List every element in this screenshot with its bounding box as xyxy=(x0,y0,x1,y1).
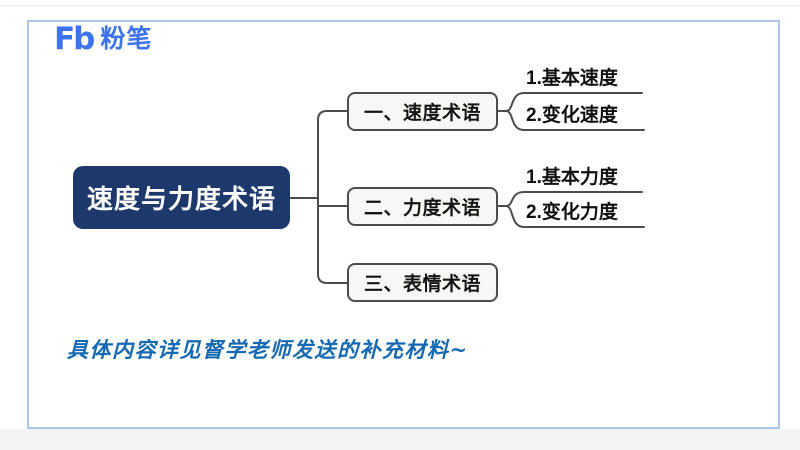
connector-leaf-2b xyxy=(497,205,645,228)
fenbi-logo-icon: Fb xyxy=(54,21,95,57)
mindmap-leaf-basic-speed: 1.基本速度 xyxy=(526,68,618,89)
mindmap-root-topic: 速度与力度术语 xyxy=(73,166,290,229)
top-toolbar-strip xyxy=(0,0,800,6)
fenbi-logo-text: 粉笔 xyxy=(100,25,153,53)
supplementary-note: 具体内容详见督学老师发送的补充材料~ xyxy=(67,337,469,362)
mindmap-branch-dynamics: 二、力度术语 xyxy=(347,187,498,226)
connector-leaf-1b xyxy=(497,110,645,131)
mindmap-branch-speed: 一、速度术语 xyxy=(347,92,498,131)
mindmap-leaf-changing-speed: 2.变化速度 xyxy=(526,105,618,126)
footer-background xyxy=(0,429,800,450)
mindmap-leaf-changing-dynamics: 2.变化力度 xyxy=(526,202,618,223)
fenbi-logo: Fb 粉笔 xyxy=(54,24,152,55)
mindmap-branch-expression: 三、表情术语 xyxy=(347,263,498,302)
mindmap-leaf-basic-dynamics: 1.基本力度 xyxy=(526,167,618,188)
connector-trunk xyxy=(317,110,348,284)
